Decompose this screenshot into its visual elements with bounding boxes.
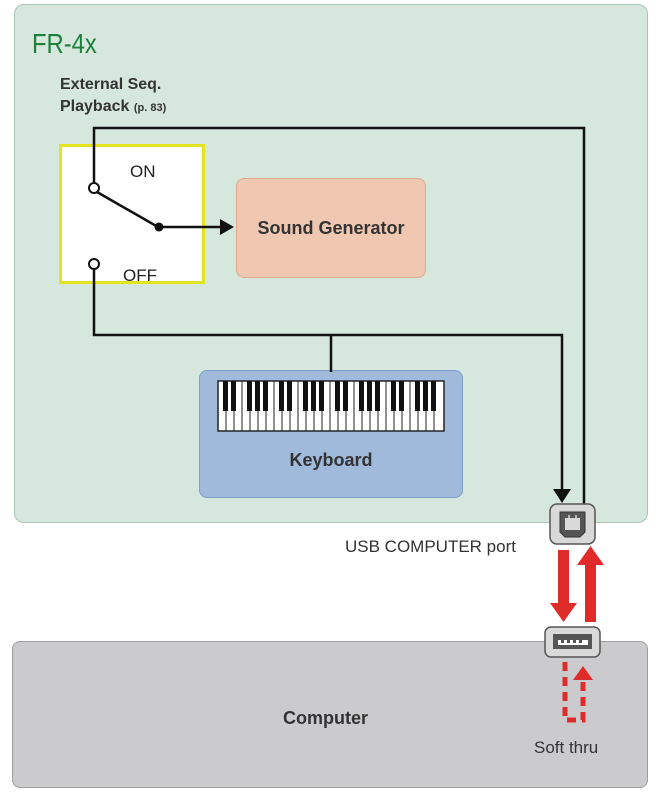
external-seq-label-line1: External Seq. [60, 76, 162, 93]
usb-b-port-icon [549, 503, 596, 545]
wire-on-to-usb [92, 126, 586, 507]
usb-a-port-icon [544, 626, 601, 658]
page-reference: (p. 83) [133, 102, 167, 114]
device-title: FR-4x [32, 28, 97, 59]
red-arrow-down [550, 550, 577, 622]
external-seq-label-line2: Playback [60, 98, 130, 115]
red-arrow-up [577, 546, 604, 622]
soft-thru-dashed-arrow [562, 662, 593, 723]
soft-thru-label: Soft thru [534, 738, 599, 757]
computer-box [12, 641, 648, 788]
switch-off-label: OFF [123, 266, 157, 285]
switch-on-label: ON [130, 162, 156, 181]
usb-computer-port-label: USB COMPUTER port [345, 537, 516, 556]
switch-on-contact [88, 182, 100, 194]
playback-switch-box [59, 144, 205, 284]
piano-keys [217, 380, 445, 432]
external-seq-label: External Seq. Playback (p. 83) [60, 74, 166, 119]
wire-off-to-usb [92, 266, 564, 492]
sound-generator-label: Sound Generator [257, 217, 405, 238]
computer-label: Computer [283, 708, 368, 728]
sound-generator-box: Sound Generator [236, 178, 426, 278]
switch-lever [96, 190, 159, 229]
keyboard-label: Keyboard [289, 450, 373, 470]
switch-off-contact [88, 258, 100, 270]
arrowhead-sound-generator [220, 219, 234, 235]
arrow-into-usb-port [553, 489, 571, 503]
